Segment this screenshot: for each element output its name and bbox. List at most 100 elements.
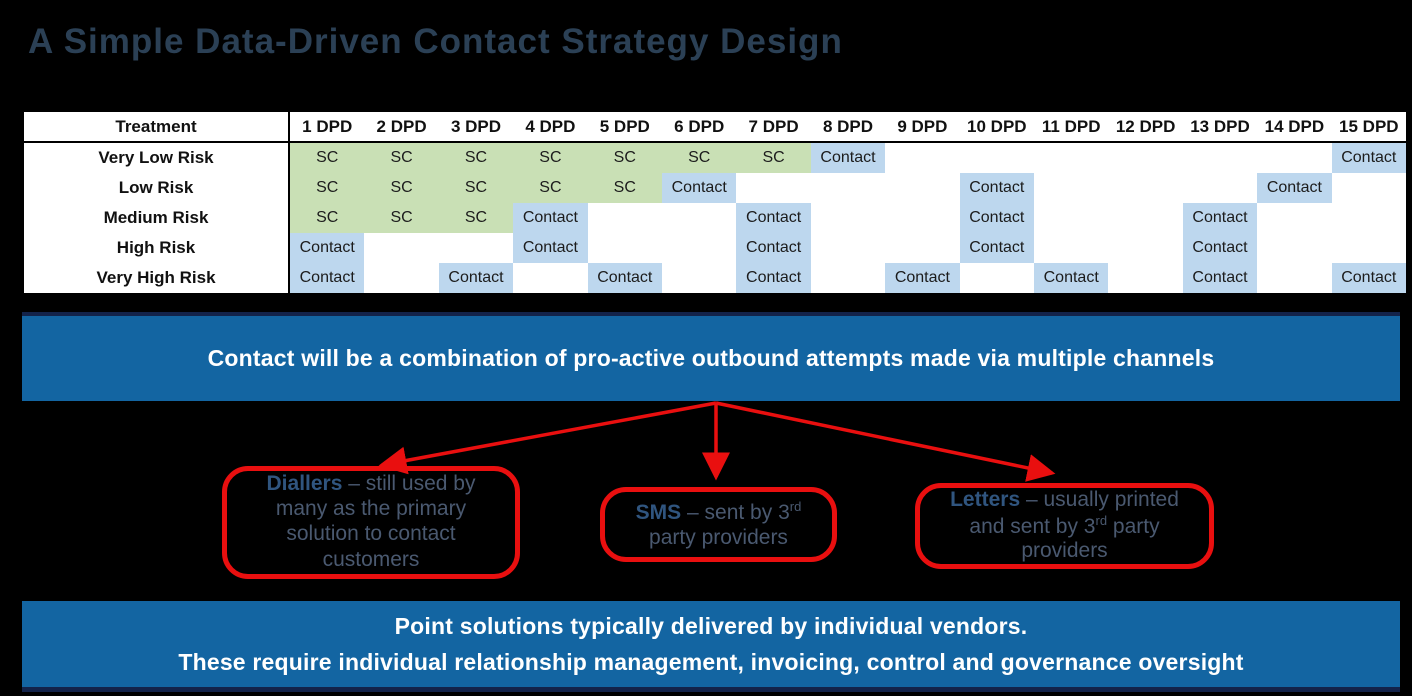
treatment-cell xyxy=(885,143,959,173)
treatment-cell xyxy=(1257,203,1331,233)
treatment-cell xyxy=(1332,233,1406,263)
channel-keyword: Letters xyxy=(950,487,1021,511)
dpd-header: 14 DPD xyxy=(1264,116,1325,136)
treatment-cell xyxy=(960,143,1034,173)
treatment-cell: Contact xyxy=(513,203,588,233)
dpd-header: 12 DPD xyxy=(1115,116,1176,136)
treatment-cell xyxy=(811,173,885,203)
treatment-cell: SC xyxy=(438,143,514,173)
treatment-cell: Contact xyxy=(885,263,960,293)
risk-label: Medium Risk xyxy=(24,203,290,233)
treatment-cell: SC xyxy=(364,203,439,233)
risk-label: High Risk xyxy=(24,233,290,263)
channel-box-diallers: Diallers – still used by many as the pri… xyxy=(222,466,520,579)
dpd-header: 6 DPD xyxy=(674,116,725,136)
treatment-cell xyxy=(1034,203,1108,233)
dpd-header: 9 DPD xyxy=(897,116,948,136)
channel-box-sms: SMS – sent by 3rd party providers xyxy=(600,487,837,562)
dpd-header: 2 DPD xyxy=(376,116,427,136)
treatment-cell: Contact xyxy=(736,203,811,233)
treatment-cell: Contact xyxy=(290,233,365,263)
risk-label: Very High Risk xyxy=(24,263,290,293)
treatment-cell xyxy=(1332,173,1406,203)
treatment-cell xyxy=(1332,203,1406,233)
treatment-cell xyxy=(1034,143,1108,173)
treatment-cell xyxy=(1034,173,1108,203)
treatment-cell: Contact xyxy=(1257,173,1332,203)
treatment-cell xyxy=(439,233,513,263)
channel-box-letters: Letters – usually printed and sent by 3r… xyxy=(915,483,1214,569)
treatment-cell xyxy=(588,233,662,263)
treatment-cell: SC xyxy=(438,173,514,203)
treatment-cell: SC xyxy=(587,173,662,203)
treatment-cell xyxy=(1108,143,1182,173)
bottom-banner-line2: These require individual relationship ma… xyxy=(178,648,1244,675)
dpd-header: 4 DPD xyxy=(525,116,576,136)
treatment-cell: Contact xyxy=(736,233,811,263)
treatment-cell xyxy=(364,263,438,293)
treatment-cell xyxy=(513,263,587,293)
treatment-cell: SC xyxy=(587,143,662,173)
bottom-banner: Point solutions typically delivered by i… xyxy=(22,601,1400,692)
top-banner-text: Contact will be a combination of pro-act… xyxy=(207,345,1215,371)
dpd-header: 1 DPD xyxy=(302,116,353,136)
dpd-header: 10 DPD xyxy=(967,116,1027,136)
treatment-cell xyxy=(662,203,736,233)
treatment-cell: SC xyxy=(364,143,439,173)
treatment-cell xyxy=(1108,173,1182,203)
treatment-cell xyxy=(1108,263,1182,293)
dpd-header: 8 DPD xyxy=(822,116,874,136)
treatment-cell xyxy=(1183,143,1257,173)
treatment-cell: Contact xyxy=(959,203,1034,233)
channel-keyword: Diallers xyxy=(266,471,343,495)
treatment-cell: Contact xyxy=(1331,143,1406,173)
treatment-cell xyxy=(1257,263,1331,293)
treatment-cell xyxy=(885,203,959,233)
treatment-cell xyxy=(811,233,885,263)
treatment-cell: SC xyxy=(290,203,365,233)
top-banner: Contact will be a combination of pro-act… xyxy=(22,312,1400,401)
bottom-banner-line1: Point solutions typically delivered by i… xyxy=(394,612,1028,639)
treatment-cell: SC xyxy=(736,143,811,173)
treatment-header: Treatment xyxy=(24,112,290,141)
treatment-cell: SC xyxy=(438,203,514,233)
channel-keyword: SMS xyxy=(635,500,682,524)
sms-text: SMS – sent by 3rd party providers xyxy=(635,498,802,549)
treatment-cell: Contact xyxy=(662,173,737,203)
treatment-cell xyxy=(364,233,438,263)
treatment-cell: Contact xyxy=(587,263,662,293)
treatment-cell xyxy=(885,173,959,203)
treatment-cell: Contact xyxy=(1182,263,1258,293)
treatment-cell xyxy=(736,173,810,203)
treatment-cell: Contact xyxy=(959,233,1034,263)
treatment-cell xyxy=(811,203,885,233)
treatment-cell xyxy=(885,233,959,263)
treatment-cell xyxy=(1257,143,1331,173)
treatment-cell xyxy=(1108,203,1182,233)
treatment-cell: Contact xyxy=(1034,263,1109,293)
table-row: Very High Risk Contact Contact Contact Conta… xyxy=(24,263,1406,293)
treatment-cell xyxy=(1257,233,1331,263)
dpd-header: 7 DPD xyxy=(748,116,799,136)
treatment-cell xyxy=(1183,173,1257,203)
treatment-cell xyxy=(588,203,662,233)
treatment-cell xyxy=(811,263,885,293)
treatment-cell: Contact xyxy=(810,143,886,173)
treatment-cell xyxy=(1034,233,1108,263)
treatment-cell: Contact xyxy=(513,233,588,263)
treatment-cell: Contact xyxy=(959,173,1034,203)
arrow-to-letters xyxy=(715,401,1056,482)
dpd-header: 5 DPD xyxy=(599,116,650,136)
letters-text: Letters – usually printed and sent by 3r… xyxy=(950,487,1179,563)
treatment-cell: SC xyxy=(513,143,588,173)
risk-label: Very Low Risk xyxy=(24,143,290,173)
treatment-cell: Contact xyxy=(438,263,514,293)
